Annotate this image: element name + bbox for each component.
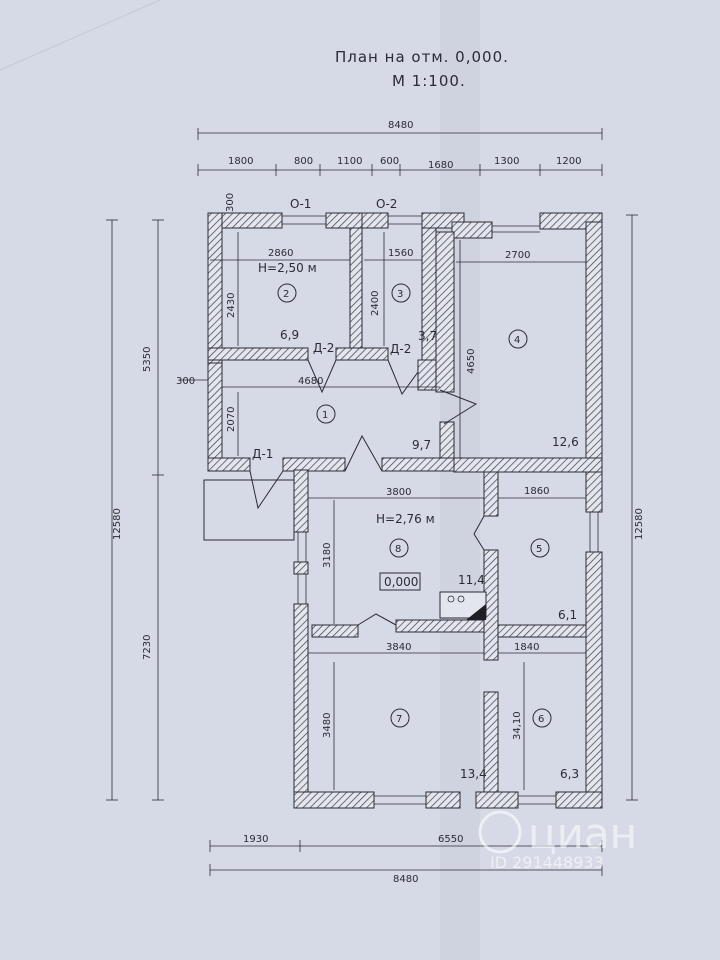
room7-width: 3840 xyxy=(386,642,411,653)
dim-left-wall: 300 xyxy=(225,193,236,212)
room7-number: 7 xyxy=(396,714,402,725)
windows xyxy=(210,215,599,805)
dim-top-2: 800 xyxy=(294,156,313,167)
walls xyxy=(203,212,603,809)
top-dimensions xyxy=(197,128,603,176)
dim-top-7: 1200 xyxy=(556,156,581,167)
room6-width: 1840 xyxy=(514,642,539,653)
paper-fold xyxy=(440,0,480,960)
plan-title: План на отм. 0,000. xyxy=(335,48,509,66)
dim-left-upper: 5350 xyxy=(142,347,153,372)
dim-top-1: 1800 xyxy=(228,156,253,167)
room3-marker xyxy=(391,283,411,303)
room8-width: 3800 xyxy=(386,487,411,498)
room8-marker xyxy=(389,538,409,558)
dim-top-overall: 8480 xyxy=(388,120,413,131)
room7-area: 13,4 xyxy=(460,767,487,781)
room6-depth: 34,10 xyxy=(512,711,523,740)
room1-area: 9,7 xyxy=(412,438,431,452)
room5-width: 1860 xyxy=(524,486,549,497)
room7-depth: 3480 xyxy=(322,713,333,738)
dim-bottom-1: 1930 xyxy=(243,834,268,845)
room8-area: 11,4 xyxy=(458,573,485,587)
room2-depth: 2430 xyxy=(226,293,237,318)
room3-number: 3 xyxy=(397,289,403,300)
dim-top-6: 1300 xyxy=(494,156,519,167)
dim-top-3: 1100 xyxy=(337,156,362,167)
room2-height: H=2,50 м xyxy=(258,261,317,275)
stove xyxy=(439,591,487,620)
room8-depth: 3180 xyxy=(322,543,333,568)
level-mark: 0,000 xyxy=(384,575,418,589)
room2-number: 2 xyxy=(283,289,289,300)
door-label-d2-b: Д-2 xyxy=(390,342,411,356)
room4-width: 2700 xyxy=(505,250,530,261)
right-dimensions xyxy=(626,214,638,801)
room1-depth: 2070 xyxy=(226,407,237,432)
room5-area: 6,1 xyxy=(558,608,577,622)
room7-marker xyxy=(390,708,410,728)
room2-width: 2860 xyxy=(268,248,293,259)
bottom-dimensions xyxy=(209,840,603,876)
room2-area: 6,9 xyxy=(280,328,299,342)
level-mark-box xyxy=(379,572,421,591)
window-label-o2: О-2 xyxy=(376,197,397,211)
dim-bottom-overall: 8480 xyxy=(393,874,418,885)
window-label-o1: О-1 xyxy=(290,197,311,211)
room1-width: 4680 xyxy=(298,376,323,387)
room1-number: 1 xyxy=(322,410,328,421)
dim-top-4: 600 xyxy=(380,156,399,167)
room2-marker xyxy=(277,283,297,303)
room6-area: 6,3 xyxy=(560,767,579,781)
dim-bottom-2: 6550 xyxy=(438,834,463,845)
room4-marker xyxy=(508,329,528,349)
room6-marker xyxy=(532,708,552,728)
dim-left-overall: 12580 xyxy=(112,508,123,540)
room3-width: 1560 xyxy=(388,248,413,259)
dim-top-5: 1680 xyxy=(428,160,453,171)
left-dimensions xyxy=(106,219,210,801)
room3-area: 3,7 xyxy=(418,329,437,343)
room4-number: 4 xyxy=(514,335,520,346)
room8-number: 8 xyxy=(395,544,401,555)
watermark-id: ID 291448933 xyxy=(490,853,604,872)
watermark: циан ID 291448933 xyxy=(478,809,637,872)
dim-left-lower: 7230 xyxy=(142,635,153,660)
watermark-brand: циан xyxy=(528,809,637,858)
room5-marker xyxy=(530,538,550,558)
door-label-d2-a: Д-2 xyxy=(313,341,334,355)
plan-scale: М 1:100. xyxy=(392,72,466,90)
room6-number: 6 xyxy=(538,714,544,725)
room4-depth: 4650 xyxy=(466,349,477,374)
watermark-logo-icon xyxy=(478,810,522,854)
room1-marker xyxy=(316,404,336,424)
door-label-d1: Д-1 xyxy=(252,447,273,461)
dim-entry-offset: 300 xyxy=(176,376,195,387)
dim-right-overall: 12580 xyxy=(634,508,645,540)
room8-height: H=2,76 м xyxy=(376,512,435,526)
doors xyxy=(249,359,485,626)
room5-number: 5 xyxy=(536,544,542,555)
room4-area: 12,6 xyxy=(552,435,579,449)
room3-depth: 2400 xyxy=(370,291,381,316)
